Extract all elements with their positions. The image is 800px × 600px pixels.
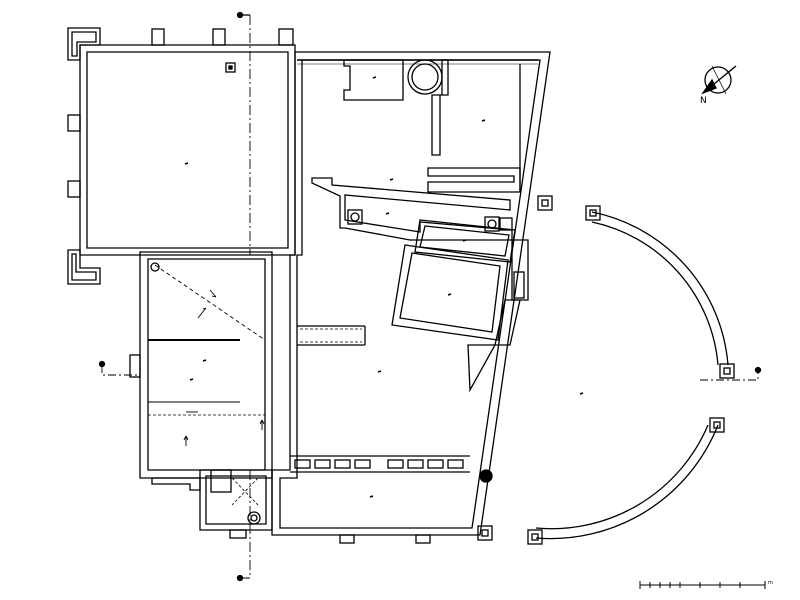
wall-passage xyxy=(297,325,366,346)
west-hall xyxy=(79,44,296,256)
stair-hall xyxy=(129,251,273,479)
east-colonnade-south xyxy=(527,417,725,545)
section-line-ew xyxy=(98,360,762,381)
sw-service-room xyxy=(151,469,273,539)
room-markers xyxy=(184,76,584,498)
south-benches xyxy=(290,455,493,483)
central-hall xyxy=(271,51,551,536)
north-label: N xyxy=(700,96,707,106)
scale-bar-end-label: m xyxy=(768,580,773,586)
west-buttresses xyxy=(67,27,294,285)
east-colonnade-north xyxy=(537,195,735,379)
central-wing xyxy=(311,177,513,241)
inner-tilted-rooms xyxy=(391,219,516,341)
north-arrow-icon xyxy=(701,65,737,95)
north-east-room xyxy=(427,64,521,193)
north-room-small xyxy=(343,59,449,156)
east-wall xyxy=(467,239,529,393)
scale-bar xyxy=(639,581,766,589)
section-line-ns xyxy=(236,11,251,582)
south-wall-stubs xyxy=(339,525,493,544)
